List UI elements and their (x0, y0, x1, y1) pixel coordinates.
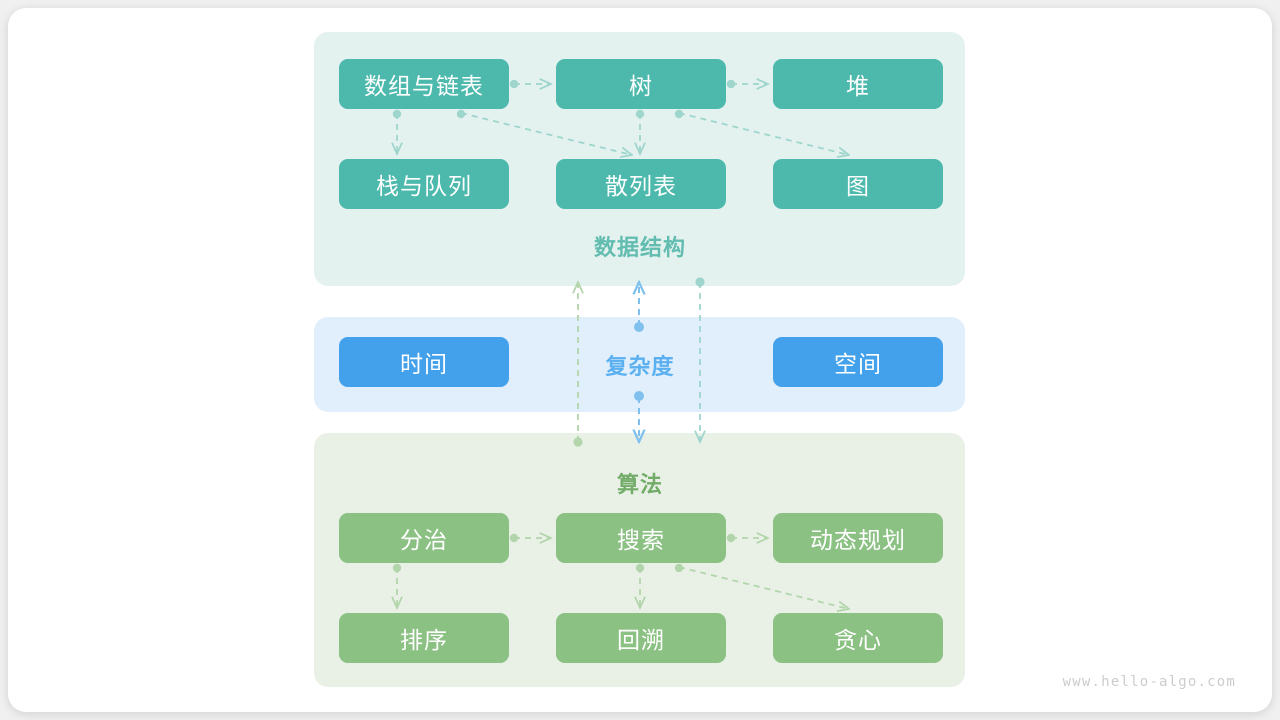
node-sorting[interactable]: 排序 (339, 613, 509, 663)
node-stack-queue[interactable]: 栈与队列 (339, 159, 509, 209)
node-array-linkedlist[interactable]: 数组与链表 (339, 59, 509, 109)
node-tree[interactable]: 树 (556, 59, 726, 109)
node-space-complexity[interactable]: 空间 (773, 337, 943, 387)
node-graph[interactable]: 图 (773, 159, 943, 209)
section-title-algorithms: 算法 (616, 472, 664, 497)
diagram-card: 数组与链表 树 堆 栈与队列 散列表 图 数据结构 时间 空间 复杂度 分治 搜… (8, 8, 1272, 712)
node-backtracking[interactable]: 回溯 (556, 613, 726, 663)
node-hash-table[interactable]: 散列表 (556, 159, 726, 209)
watermark-url: www.hello-algo.com (1062, 674, 1236, 690)
node-greedy[interactable]: 贪心 (773, 613, 943, 663)
node-divide-conquer[interactable]: 分治 (339, 513, 509, 563)
node-time-complexity[interactable]: 时间 (339, 337, 509, 387)
diagram-stage: 数组与链表 树 堆 栈与队列 散列表 图 数据结构 时间 空间 复杂度 分治 搜… (8, 8, 1272, 712)
node-dynamic-programming[interactable]: 动态规划 (773, 513, 943, 563)
section-title-data-structures: 数据结构 (593, 235, 687, 260)
node-heap[interactable]: 堆 (773, 59, 943, 109)
section-title-complexity: 复杂度 (605, 354, 675, 379)
node-search[interactable]: 搜索 (556, 513, 726, 563)
